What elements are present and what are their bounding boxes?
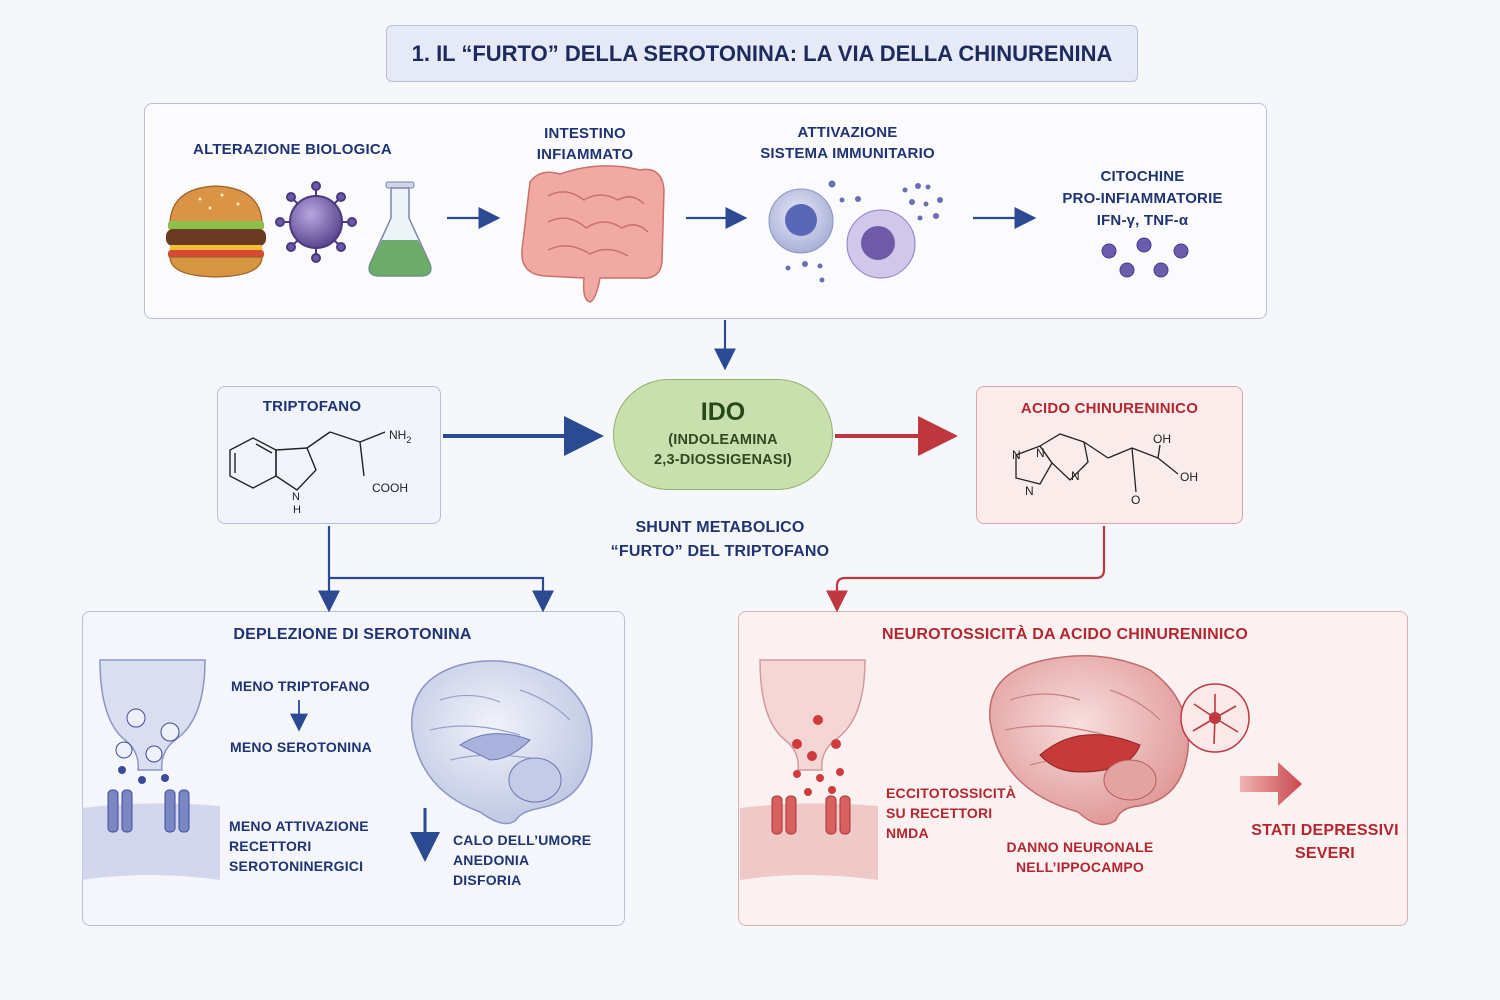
connector-acido-down <box>826 526 1106 613</box>
citochine-line2: PRO-INFIAMMATORIE <box>1062 190 1223 207</box>
attivazione-line1: ATTIVAZIONE <box>797 124 898 141</box>
synapse-red-icon <box>740 659 878 880</box>
brain-red-icon <box>989 655 1190 826</box>
ecci-line1: ECCITOTOSSICITÀ <box>886 785 1017 801</box>
intestino-line2: INFIAMMATO <box>536 146 634 163</box>
intestino-line1: INTESTINO <box>544 125 626 142</box>
deplezione-title: DEPLEZIONE DI SEROTONINA <box>233 626 472 643</box>
intestine-icon <box>521 165 665 303</box>
ecci-line3: NMDA <box>886 825 929 841</box>
connector-trip-right <box>329 576 554 613</box>
arrow-stati-depressivi <box>1240 762 1302 806</box>
meno-triptofano-text: MENO TRIPTOFANO <box>231 678 370 694</box>
triptofano-title: TRIPTOFANO <box>262 398 362 415</box>
citochine-label: CITOCHINE PRO-INFIAMMATORIE IFN-γ, TNF-α <box>1040 166 1245 232</box>
danno-neuronale-text: DANNO NEURONALE NELL’IPPOCAMPO <box>995 837 1165 877</box>
acid-n1-label: N <box>1012 448 1021 462</box>
acid-n2-label: N <box>1025 484 1034 498</box>
tryptophan-cooh-label: COOH <box>372 481 408 495</box>
acid-oh1-label: OH <box>1153 432 1171 446</box>
triptofano-box <box>217 386 441 524</box>
stati-depressivi-text: STATI DEPRESSIVI SEVERI <box>1240 819 1410 865</box>
tryptophan-n-label: N <box>292 491 300 503</box>
diagram-title: 1. IL “FURTO” DELLA SEROTONINA: LA VIA D… <box>386 25 1138 82</box>
neurotossicita-title: NEUROTOSSICITÀ DA ACIDO CHINURENINICO <box>882 626 1248 643</box>
calo-line1: CALO DELL’UMORE <box>453 832 592 848</box>
calo-line2: ANEDONIA <box>453 852 530 868</box>
acid-o-label: O <box>1131 493 1140 507</box>
virus-icon <box>275 181 357 263</box>
meno-serotonina-text: MENO SEROTONINA <box>230 739 372 755</box>
ido-line2: 2,3-DIOSSIGENASI) <box>654 452 792 468</box>
calo-line3: DISFORIA <box>453 872 522 888</box>
danno-line1: DANNO NEURONALE <box>1006 839 1154 855</box>
calo-umore-text: CALO DELL’UMORE ANEDONIA DISFORIA <box>453 830 591 890</box>
ido-subtitle: (INDOLEAMINA 2,3-DIOSSIGENASI) <box>613 430 833 470</box>
tryptophan-h-label: H <box>293 504 301 516</box>
meno-attivazione-line3: SEROTONINERGICI <box>229 858 364 874</box>
attivazione-label: ATTIVAZIONE SISTEMA IMMUNITARIO <box>745 122 950 164</box>
immune-cell-icon <box>768 188 916 279</box>
shunt-line2: “FURTO” DEL TRIPTOFANO <box>610 543 830 560</box>
acido-title: ACIDO CHINURENINICO <box>1020 400 1199 417</box>
shunt-line1: SHUNT METABOLICO <box>635 519 805 536</box>
tryptophan-nh2-label: NH2 <box>389 428 411 445</box>
alterazione-label: ALTERAZIONE BIOLOGICA <box>193 141 392 158</box>
stati-line2: SEVERI <box>1295 845 1355 862</box>
acid-n4-label: N <box>1071 469 1080 483</box>
shunt-label: SHUNT METABOLICO “FURTO” DEL TRIPTOFANO <box>590 516 850 564</box>
ecci-line2: SU RECETTORI <box>886 805 993 821</box>
meno-attivazione-text: MENO ATTIVAZIONE RECETTORI SEROTONINERGI… <box>229 816 369 876</box>
particles-icon <box>785 180 943 283</box>
acido-box <box>976 386 1243 524</box>
ido-enzyme-node <box>613 379 833 490</box>
stati-line1: STATI DEPRESSIVI <box>1251 822 1399 839</box>
damaged-neuron-icon <box>1180 683 1250 753</box>
meno-attivazione-line2: RECETTORI <box>229 838 312 854</box>
kynurenic-acid-structure-icon <box>1015 433 1179 493</box>
acid-n3-label: N <box>1036 446 1045 460</box>
meno-attivazione-line1: MENO ATTIVAZIONE <box>229 818 369 834</box>
cytokine-molecules-icon <box>1101 237 1189 278</box>
intestino-label: INTESTINO INFIAMMATO <box>510 123 660 165</box>
burger-icon <box>166 185 266 278</box>
ido-title: IDO <box>700 398 746 426</box>
ido-line1: (INDOLEAMINA <box>668 432 778 448</box>
eccitotossicita-text: ECCITOTOSSICITÀ SU RECETTORI NMDA <box>886 783 1016 843</box>
tryptophan-structure-icon <box>229 431 386 491</box>
citochine-line3: IFN-γ, TNF-α <box>1096 212 1189 229</box>
brain-blue-icon <box>411 660 593 825</box>
synapse-blue-icon <box>82 659 220 880</box>
danno-line2: NELL’IPPOCAMPO <box>1015 859 1145 875</box>
flask-icon <box>368 181 432 277</box>
attivazione-line2: SISTEMA IMMUNITARIO <box>760 145 935 162</box>
citochine-line1: CITOCHINE <box>1100 168 1185 185</box>
acid-oh2-label: OH <box>1180 470 1198 484</box>
